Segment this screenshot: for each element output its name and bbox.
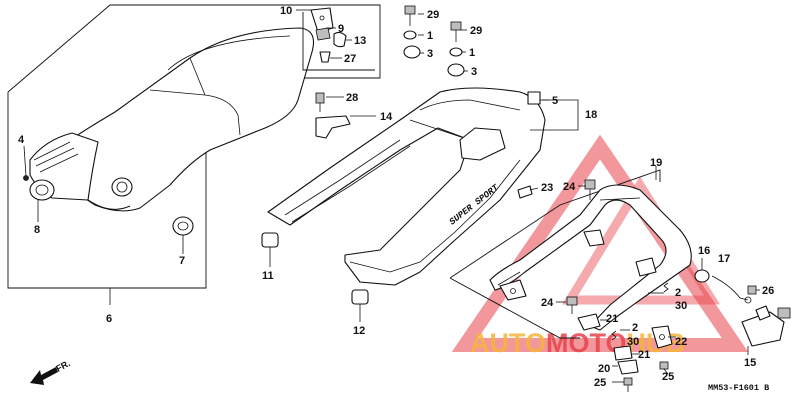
trim-clip-23 [517, 185, 533, 199]
callout-25-left: 25 [594, 377, 606, 389]
grommet-7 [172, 216, 194, 236]
callout-10: 10 [280, 5, 292, 17]
callout-4: 4 [18, 134, 25, 146]
callout-26: 26 [762, 285, 774, 297]
spring-30-lower [611, 330, 617, 341]
cable-17 [711, 275, 752, 304]
rubber-11 [261, 232, 279, 248]
callout-9: 9 [338, 23, 344, 35]
callout-17: 17 [718, 253, 730, 265]
callout-2-upper: 2 [675, 287, 681, 299]
callout-1-left: 1 [427, 30, 433, 42]
callout-23: 23 [541, 182, 553, 194]
callout-28: 28 [346, 92, 358, 104]
spring-30-upper [663, 282, 669, 293]
callout-8: 8 [34, 224, 40, 236]
drawing-code: MM53-F1601 B [708, 383, 769, 393]
grab-rail [489, 184, 692, 331]
seat [29, 27, 315, 212]
grommet-8 [29, 179, 55, 201]
callout-22: 22 [675, 336, 687, 348]
callout-1-right: 1 [469, 47, 475, 59]
callout-29-left: 29 [427, 9, 439, 21]
callout-21-lower: 21 [638, 349, 650, 361]
svg-text:AUTOMOTOHUB: AUTOMOTOHUB [470, 328, 685, 358]
bolt-28 [315, 92, 325, 112]
leader-lines [23, 9, 760, 383]
callout-5: 5 [552, 95, 558, 107]
callout-30-upper: 30 [675, 300, 687, 312]
callout-20: 20 [598, 363, 610, 375]
callout-2-lower: 2 [632, 322, 638, 334]
bolt-24-top [584, 179, 596, 200]
front-arrow-icon [30, 367, 58, 385]
bolt-stack-right [447, 21, 465, 77]
callout-21-upper: 21 [606, 313, 618, 325]
callout-16: 16 [698, 245, 710, 257]
callout-30-lower: 30 [627, 336, 639, 348]
callout-11: 11 [262, 270, 274, 282]
bracket-21-lower [613, 345, 633, 361]
bolt-25-left [623, 377, 633, 392]
watermark-text-auto: AUTO [470, 328, 546, 358]
callout-15: 15 [744, 357, 756, 369]
rubber-12 [351, 289, 369, 305]
clip-5 [527, 91, 541, 105]
screw-26 [747, 285, 757, 295]
callout-7: 7 [179, 255, 185, 267]
callout-19: 19 [650, 157, 662, 169]
callout-13: 13 [354, 35, 366, 47]
callout-29-right: 29 [470, 25, 482, 37]
front-label: FR. [54, 358, 71, 374]
callout-labels: 10 9 13 27 29 1 3 29 1 3 28 14 5 18 4 8 … [18, 5, 774, 389]
callout-3-left: 3 [427, 48, 433, 60]
callout-24-top: 24 [563, 181, 576, 193]
clip-4 [23, 175, 29, 181]
callout-25-right: 25 [662, 371, 674, 383]
callout-24-lower: 24 [541, 297, 554, 309]
rear-cowl: SUPER SPORT [267, 87, 546, 286]
callout-27: 27 [344, 53, 356, 65]
front-direction-arrow: FR. [30, 358, 72, 385]
callout-14: 14 [380, 111, 393, 123]
bracket-box [302, 7, 375, 71]
callout-3-right: 3 [471, 66, 477, 78]
bracket-22 [651, 325, 673, 349]
callout-18: 18 [585, 109, 597, 121]
callout-12: 12 [353, 325, 365, 337]
bracket-20 [617, 359, 639, 375]
lock-15 [741, 305, 791, 347]
collar-16 [694, 269, 710, 283]
bolt-24-lower [566, 296, 578, 314]
cowl-mount-bracket [315, 115, 351, 139]
bracket-21-upper [577, 313, 601, 331]
bolt-25-right [659, 361, 669, 370]
bolt-stack-left [403, 5, 421, 59]
callout-6: 6 [106, 313, 112, 325]
